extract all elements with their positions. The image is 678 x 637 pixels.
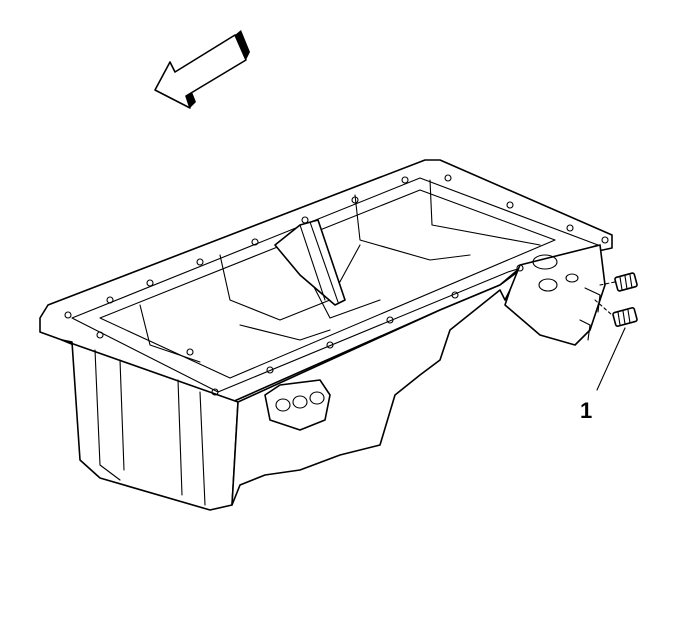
threaded-plugs xyxy=(594,272,638,327)
callout-leader-line xyxy=(596,327,626,391)
oil-pan xyxy=(39,159,613,511)
callout-1: 1 xyxy=(580,327,626,423)
plug-upper xyxy=(614,272,638,292)
callout-label-1: 1 xyxy=(580,398,592,423)
filter-mount xyxy=(504,244,606,346)
drain-boss xyxy=(264,379,331,431)
plug-lower xyxy=(612,307,638,327)
front-direction-arrow-icon xyxy=(154,30,250,109)
flange-bolt-holes xyxy=(64,174,609,396)
